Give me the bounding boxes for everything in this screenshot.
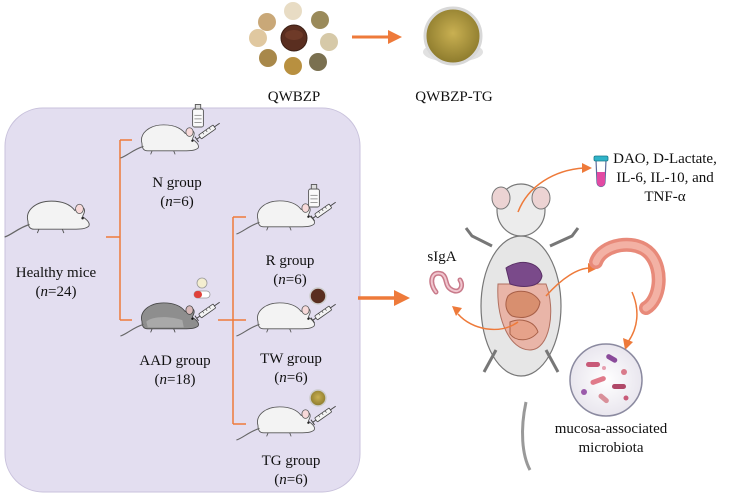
tg-group-n: (n=6) [274,472,308,488]
tg-powder-icon [309,389,327,407]
arrow-herb-to-powder [352,30,402,44]
bracket-aad [218,216,246,425]
arrow-to-colon [545,267,591,297]
qwbzp-label: QWBZP [267,89,321,105]
arrow-panel-to-mouse [358,290,410,306]
arrow-to-serum-head [582,163,592,173]
antibiotic-pill-icon [193,277,211,299]
n-group-name: N group [152,175,202,191]
aad-group-name: AAD group [139,353,211,369]
intestine-siga-icon [429,270,465,295]
healthy-group-n: (n=24) [35,284,77,300]
tw-group-n: (n=6) [274,370,308,386]
microbiota-bubble-icon [569,343,643,417]
microbiota-line-2: microbiota [578,440,644,456]
n-group-label: N group (n=6) [132,174,222,212]
bracket-healthy [106,139,132,321]
arrow-to-microbiota-head [623,338,633,350]
serum-markers-line-3: TNF-α [644,189,686,205]
blood-tube-icon [593,155,609,188]
aad-group-label: AAD group (n=18) [120,352,230,390]
n-group-n: (n=6) [160,194,194,210]
siga-label: sIgA [427,249,457,265]
r-group-name: R group [265,253,315,269]
dissected-mouse-icon [464,183,580,471]
r-group-n: (n=6) [273,272,307,288]
herb-mixture-icon [249,2,338,75]
healthy-group-name: Healthy mice [15,265,97,281]
serum-markers-line-2: IL-6, IL-10, and [616,170,714,186]
tg-group-name: TG group [261,453,321,469]
arrow-to-siga [457,313,519,331]
microbiota-label: mucosa-associated microbiota [548,420,674,458]
qwbzp-tg-label: QWBZP-TG [415,89,493,105]
arrow-to-serum [517,167,585,213]
tw-decoction-icon [309,287,327,305]
arrow-to-microbiota [627,291,638,343]
tg-group-label: TG group (n=6) [246,452,336,490]
microbiota-line-1: mucosa-associated [554,421,668,437]
powder-dish-icon [423,6,483,66]
aad-group-n: (n=18) [154,372,196,388]
serum-markers-label: DAO, D-Lactate, IL-6, IL-10, and TNF-α [603,150,727,207]
healthy-group-label: Healthy mice (n=24) [6,264,106,302]
colon-icon [589,237,666,315]
tw-group-name: TW group [260,351,322,367]
tw-group-label: TW group (n=6) [246,350,336,388]
arrow-to-siga-head [452,306,462,316]
serum-markers-line-1: DAO, D-Lactate, [613,151,717,167]
r-group-label: R group (n=6) [250,252,330,290]
